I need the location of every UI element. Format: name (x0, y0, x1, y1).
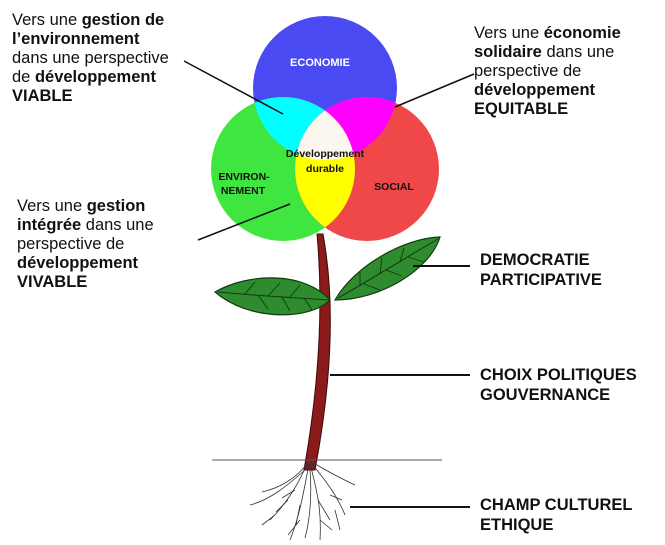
environnement-label-1: ENVIRON- (218, 171, 270, 183)
center-label-2: durable (306, 163, 344, 175)
pointer-line-equitable (394, 73, 475, 108)
pointer-line-vivable (197, 203, 291, 241)
annotation-viable: Vers une gestion de l’environnement dans… (12, 11, 169, 105)
economie-label: ECONOMIE (290, 57, 350, 69)
annotation-vivable: Vers une gestion intégrée dans une persp… (17, 197, 154, 291)
environnement-label-2: NEMENT (221, 185, 266, 197)
annotation-equitable: Vers une économie solidaire dans une per… (474, 24, 621, 118)
social-label: SOCIAL (374, 181, 414, 193)
left-leaf (213, 277, 331, 316)
pointer-line-viable (183, 60, 284, 115)
label-politique: CHOIX POLITIQUES GOUVERNANCE (480, 366, 637, 404)
label-democratie: DEMOCRATIE PARTICIPATIVE (480, 251, 602, 289)
right-leaf (333, 236, 441, 301)
center-label-1: Développement (286, 148, 365, 160)
label-culturel: CHAMP CULTUREL ETHIQUE (480, 496, 633, 534)
plant-stem (303, 233, 331, 471)
plant-roots (249, 461, 356, 541)
